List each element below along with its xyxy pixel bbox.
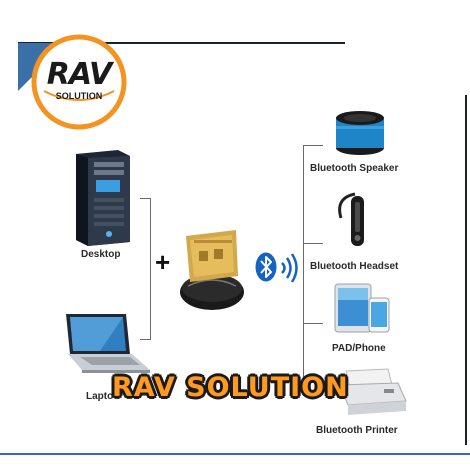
bracket-tick-3 [303, 323, 323, 325]
left-bracket [140, 198, 151, 340]
bluetooth-icon [255, 252, 277, 282]
signal-waves-icon [279, 252, 301, 284]
chip-icon [199, 249, 223, 261]
pad-phone-label: PAD/Phone [332, 343, 386, 354]
logo-sub-text: SOLUTION [55, 91, 103, 101]
bluetooth-dongle-image [172, 226, 252, 314]
desktop-tower-image [70, 146, 134, 246]
frame-bottom-line [0, 453, 470, 455]
laptop-label: Lapto [86, 391, 114, 402]
bracket-tick-1 [303, 145, 323, 147]
bluetooth-printer-image [336, 367, 410, 415]
desktop-label: Desktop [81, 249, 121, 260]
frame-right-line [465, 95, 467, 445]
speaker-label: Bluetooth Speaker [310, 163, 399, 174]
watermark-text: RAV SOLUTION [112, 372, 349, 403]
right-bracket [303, 145, 318, 395]
pad-phone-image [333, 282, 393, 334]
brand-logo: RAV SOLUTION [30, 33, 128, 131]
bracket-tick-4 [303, 394, 323, 396]
bluetooth-headset-image [333, 188, 377, 252]
bluetooth-speaker-image [333, 104, 387, 156]
logo-main-text: RAV [46, 57, 113, 92]
plus-symbol: + [155, 247, 171, 277]
headset-label: Bluetooth Headset [310, 261, 399, 272]
laptop-image [60, 312, 152, 374]
frame-top-line [18, 42, 345, 44]
printer-label: Bluetooth Printer [316, 425, 398, 436]
bracket-tick-2 [303, 243, 323, 245]
